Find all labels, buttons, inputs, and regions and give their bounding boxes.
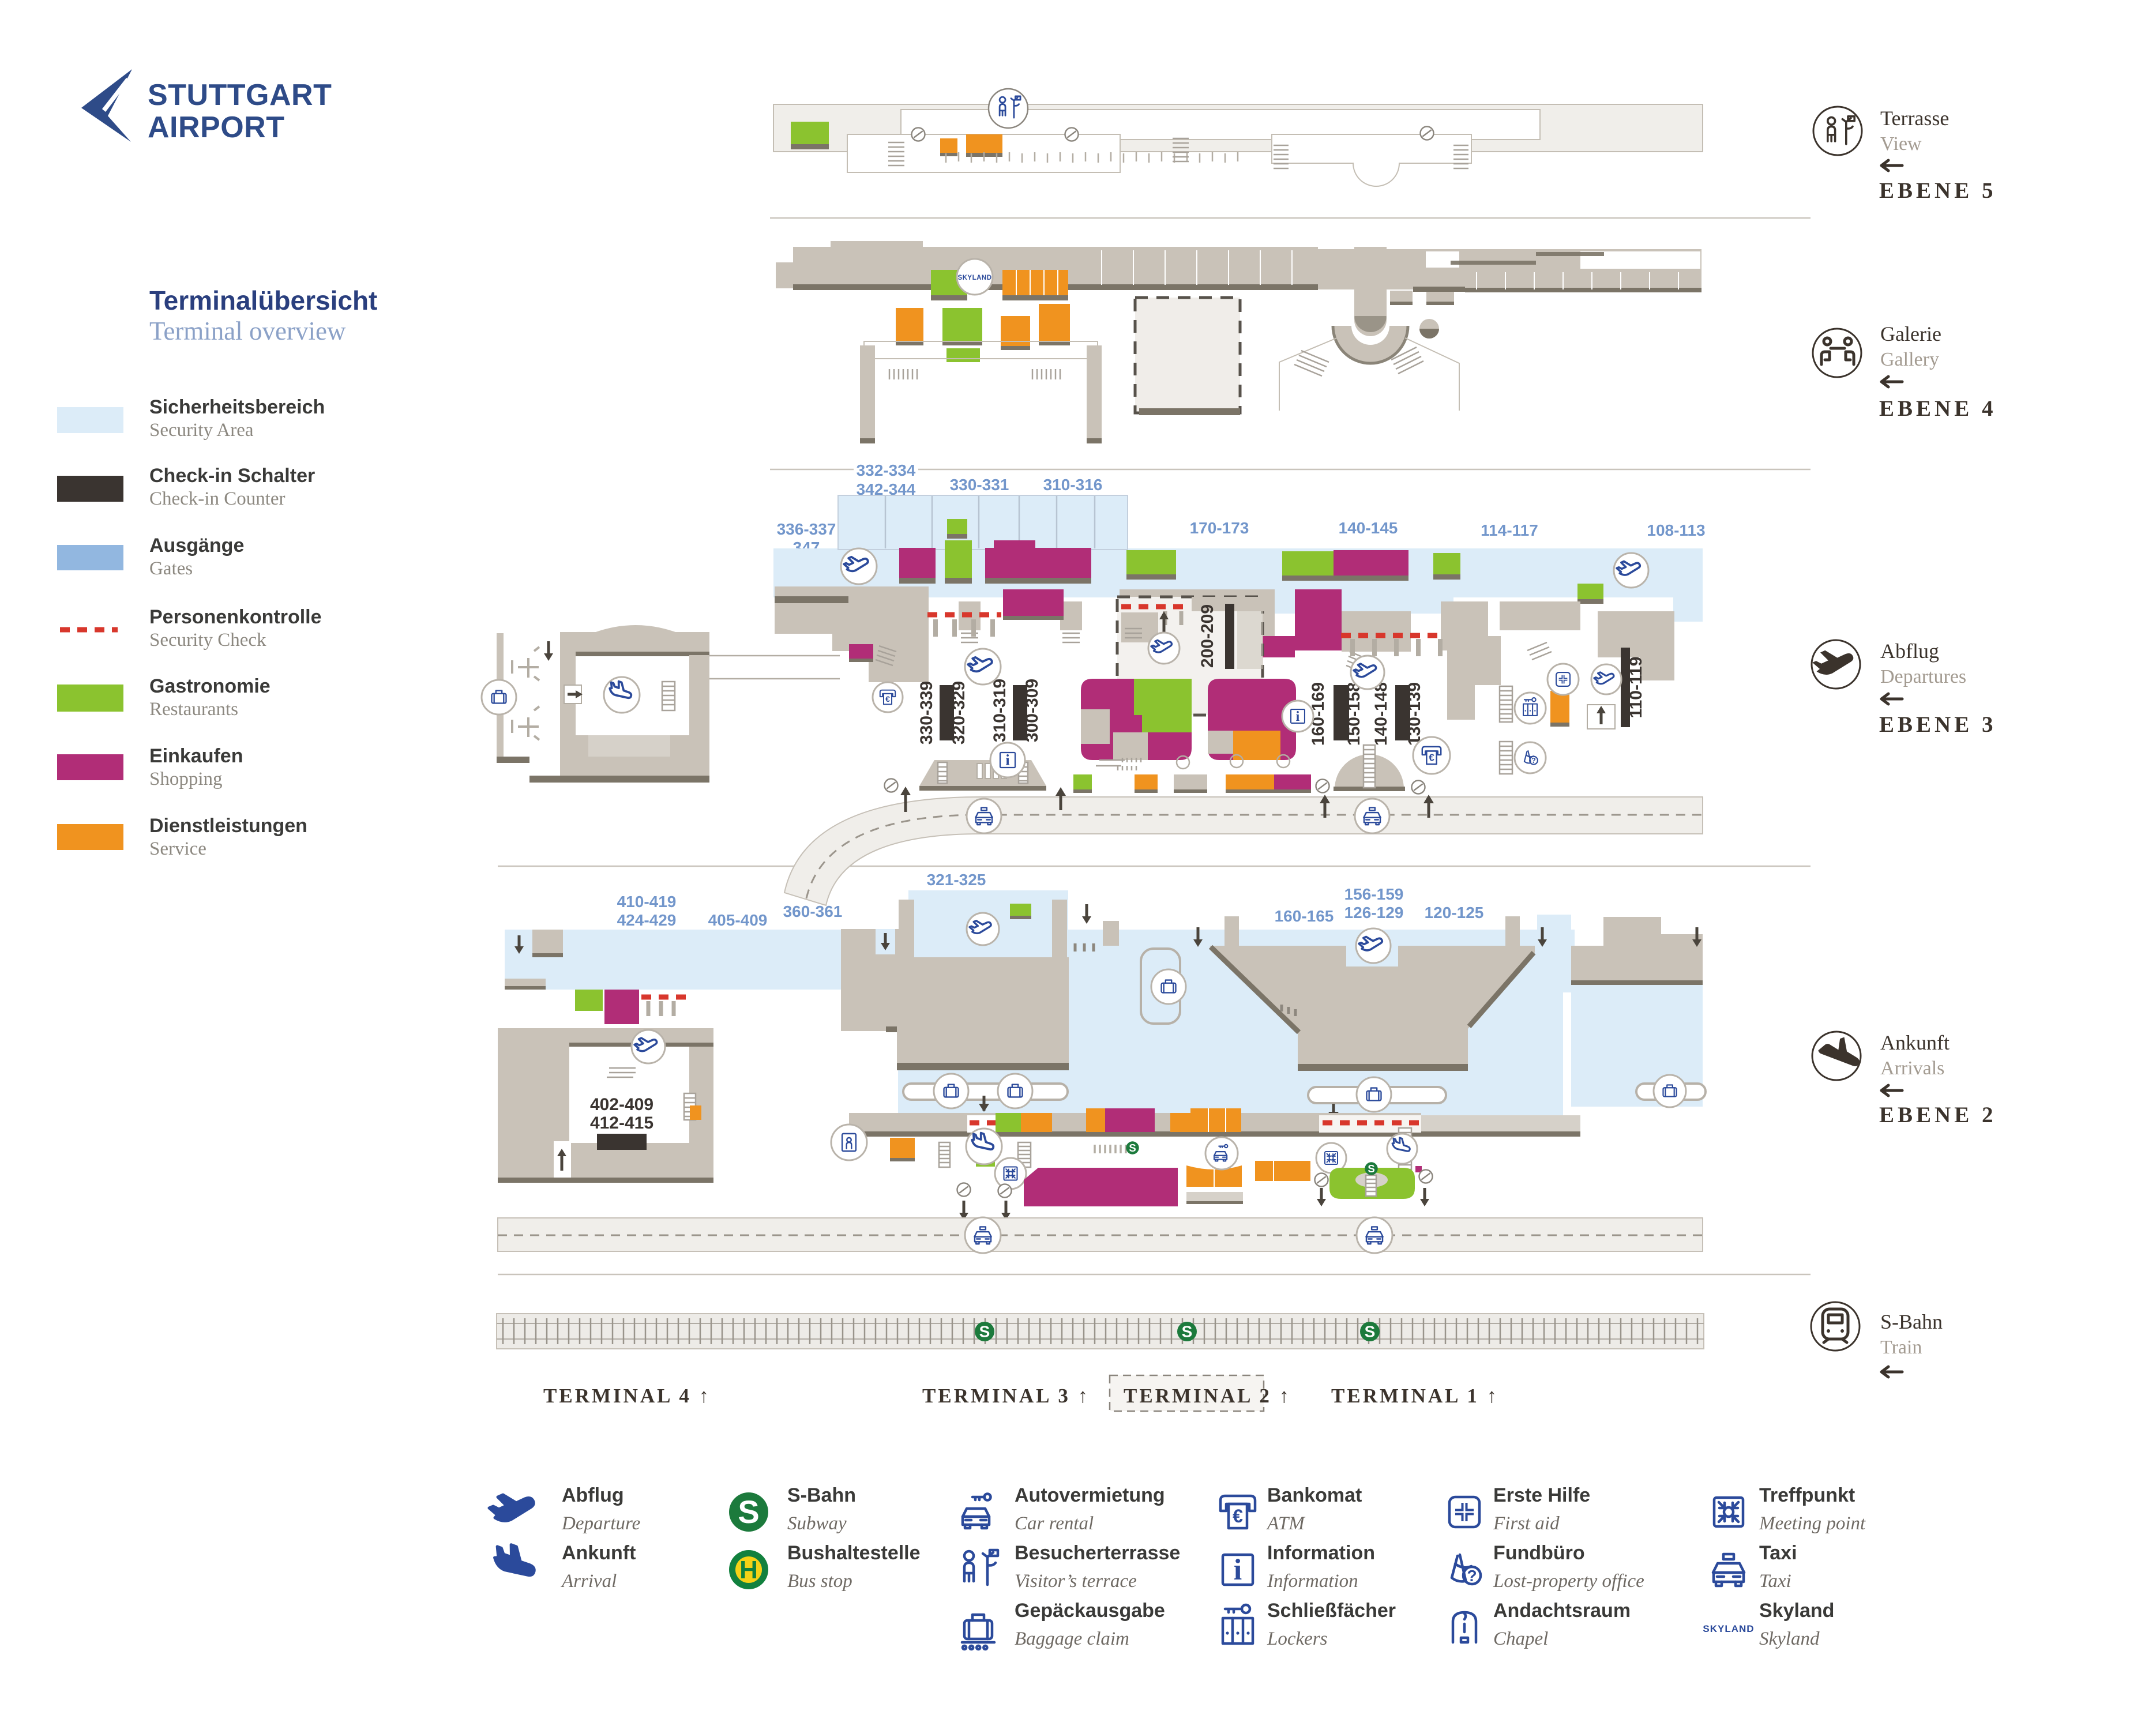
svg-text:Subway: Subway	[787, 1513, 847, 1534]
svg-text:360-361: 360-361	[783, 902, 843, 920]
svg-text:S-Bahn: S-Bahn	[1880, 1310, 1943, 1333]
svg-text:Departures: Departures	[1880, 666, 1966, 687]
svg-text:140-148: 140-148	[1372, 682, 1391, 746]
svg-text:ATM: ATM	[1266, 1513, 1305, 1534]
svg-text:Treffpunkt: Treffpunkt	[1759, 1484, 1855, 1506]
svg-text:Erste Hilfe: Erste Hilfe	[1493, 1484, 1590, 1506]
svg-text:330-331: 330-331	[950, 476, 1009, 494]
svg-text:Personenkontrolle: Personenkontrolle	[149, 606, 322, 628]
svg-text:Terminalübersicht: Terminalübersicht	[149, 285, 377, 315]
svg-text:Check-in Counter: Check-in Counter	[149, 488, 286, 509]
svg-text:310-316: 310-316	[1043, 476, 1103, 494]
svg-text:Gastronomie: Gastronomie	[149, 675, 271, 697]
svg-text:EBENE 5: EBENE 5	[1879, 178, 1996, 203]
svg-text:321-325: 321-325	[927, 871, 986, 889]
svg-text:Ankunft: Ankunft	[562, 1542, 636, 1564]
svg-text:Visitor’s terrace: Visitor’s terrace	[1015, 1571, 1137, 1592]
svg-text:Abflug: Abflug	[562, 1484, 624, 1506]
svg-text:STUTTGART: STUTTGART	[148, 78, 332, 112]
svg-text:Taxi: Taxi	[1759, 1571, 1791, 1592]
svg-text:Abflug: Abflug	[1880, 640, 1939, 663]
svg-text:410-419: 410-419	[617, 893, 677, 911]
svg-text:Terminal overview: Terminal overview	[149, 317, 346, 345]
svg-text:Einkaufen: Einkaufen	[149, 745, 243, 767]
svg-text:Terrasse: Terrasse	[1880, 107, 1949, 130]
svg-text:Ausgänge: Ausgänge	[149, 535, 244, 556]
svg-text:140-145: 140-145	[1339, 519, 1398, 537]
svg-text:Check-in Schalter: Check-in Schalter	[149, 465, 315, 487]
svg-text:Bankomat: Bankomat	[1267, 1484, 1362, 1506]
svg-text:SKYLAND: SKYLAND	[1703, 1623, 1754, 1634]
svg-text:Dienstleistungen: Dienstleistungen	[149, 815, 307, 837]
svg-text:424-429: 424-429	[617, 911, 677, 929]
svg-text:S-Bahn: S-Bahn	[787, 1484, 856, 1506]
svg-text:Baggage claim: Baggage claim	[1015, 1629, 1129, 1649]
svg-text:Lockers: Lockers	[1267, 1629, 1327, 1649]
svg-text:View: View	[1880, 133, 1922, 155]
svg-text:EBENE 3: EBENE 3	[1879, 712, 1996, 737]
svg-text:Ankunft: Ankunft	[1880, 1031, 1950, 1054]
svg-text:Sicherheitsbereich: Sicherheitsbereich	[149, 396, 325, 418]
svg-text:114-117: 114-117	[1481, 521, 1538, 539]
svg-text:Lost-property office: Lost-property office	[1493, 1571, 1644, 1592]
svg-text:TERMINAL 2 ↑: TERMINAL 2 ↑	[1124, 1385, 1291, 1407]
svg-text:First aid: First aid	[1493, 1513, 1560, 1534]
svg-text:170-173: 170-173	[1190, 519, 1249, 537]
svg-text:Car rental: Car rental	[1015, 1513, 1094, 1534]
svg-text:Taxi: Taxi	[1759, 1542, 1797, 1564]
svg-text:Information: Information	[1267, 1571, 1358, 1592]
svg-text:EBENE 2: EBENE 2	[1879, 1103, 1996, 1127]
svg-text:Andachtsraum: Andachtsraum	[1493, 1600, 1631, 1622]
svg-text:Arrival: Arrival	[561, 1571, 617, 1592]
svg-text:Gepäckausgabe: Gepäckausgabe	[1015, 1600, 1165, 1622]
svg-text:Schließfächer: Schließfächer	[1267, 1600, 1396, 1622]
svg-text:330-339: 330-339	[917, 681, 936, 744]
svg-text:120-125: 120-125	[1425, 904, 1484, 922]
svg-text:EBENE 4: EBENE 4	[1879, 396, 1996, 421]
svg-text:Train: Train	[1880, 1337, 1922, 1358]
svg-text:Departure: Departure	[561, 1513, 640, 1534]
svg-text:Skyland: Skyland	[1759, 1600, 1834, 1622]
svg-text:160-165: 160-165	[1275, 907, 1334, 925]
svg-text:SKYLAND: SKYLAND	[957, 274, 991, 281]
svg-text:336-337: 336-337	[777, 520, 836, 538]
svg-text:Skyland: Skyland	[1759, 1629, 1820, 1649]
svg-text:Service: Service	[149, 838, 206, 859]
svg-text:126-129: 126-129	[1344, 904, 1404, 922]
svg-text:150-158: 150-158	[1344, 682, 1364, 746]
svg-text:310-319: 310-319	[990, 679, 1009, 742]
svg-text:Bus stop: Bus stop	[787, 1571, 852, 1592]
svg-text:402-409: 402-409	[590, 1095, 653, 1114]
svg-text:Chapel: Chapel	[1493, 1629, 1548, 1649]
svg-text:Shopping: Shopping	[149, 769, 223, 789]
svg-text:Besucherterrasse: Besucherterrasse	[1015, 1542, 1180, 1564]
svg-text:AIRPORT: AIRPORT	[148, 111, 285, 144]
svg-text:TERMINAL 3 ↑: TERMINAL 3 ↑	[922, 1385, 1090, 1407]
svg-text:332-334: 332-334	[857, 461, 916, 479]
svg-text:Fundbüro: Fundbüro	[1493, 1542, 1585, 1564]
svg-text:156-159: 156-159	[1344, 885, 1404, 903]
svg-text:Security Area: Security Area	[149, 420, 254, 441]
svg-text:Gallery: Gallery	[1880, 349, 1939, 370]
svg-text:108-113: 108-113	[1647, 521, 1705, 539]
svg-text:300-309: 300-309	[1023, 679, 1042, 742]
svg-text:Gates: Gates	[149, 558, 193, 579]
svg-text:Galerie: Galerie	[1880, 322, 1941, 345]
svg-text:Meeting point: Meeting point	[1759, 1513, 1866, 1534]
svg-text:Restaurants: Restaurants	[149, 699, 238, 720]
svg-text:412-415: 412-415	[590, 1114, 653, 1133]
svg-text:130-139: 130-139	[1405, 682, 1424, 746]
svg-text:Autovermietung: Autovermietung	[1015, 1484, 1165, 1506]
svg-text:405-409: 405-409	[708, 911, 768, 929]
svg-text:110-119: 110-119	[1627, 657, 1646, 719]
svg-text:TERMINAL 4 ↑: TERMINAL 4 ↑	[543, 1385, 711, 1407]
svg-text:320-329: 320-329	[949, 681, 968, 744]
svg-text:Bushaltestelle: Bushaltestelle	[787, 1542, 921, 1564]
svg-text:TERMINAL 1 ↑: TERMINAL 1 ↑	[1331, 1385, 1499, 1407]
svg-text:200-209: 200-209	[1198, 604, 1217, 668]
svg-text:Security Check: Security Check	[149, 630, 266, 650]
svg-text:Information: Information	[1267, 1542, 1375, 1564]
svg-text:Arrivals: Arrivals	[1880, 1058, 1944, 1079]
